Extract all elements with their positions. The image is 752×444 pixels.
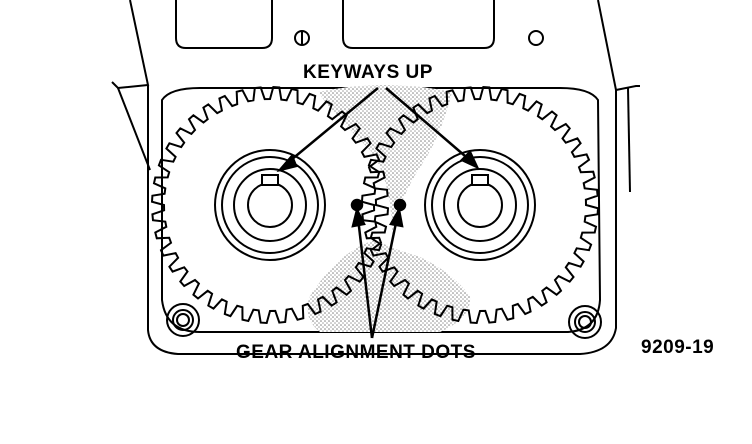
right-gear (360, 85, 600, 325)
figure-number: 9209-19 (641, 337, 715, 358)
gear-alignment-dots-label: GEAR ALIGNMENT DOTS (236, 342, 476, 363)
left-bolt (166, 303, 200, 337)
gears-layer (150, 85, 600, 325)
keyway-leaders (276, 87, 480, 173)
top-holes (294, 30, 544, 46)
right-hub (424, 149, 536, 261)
left-gear (150, 85, 390, 325)
alignment-leaders (350, 198, 407, 339)
right-bolt (568, 305, 602, 339)
keyways-up-label: KEYWAYS UP (303, 62, 433, 83)
housing-outline (111, 0, 640, 355)
left-hub (214, 149, 326, 261)
